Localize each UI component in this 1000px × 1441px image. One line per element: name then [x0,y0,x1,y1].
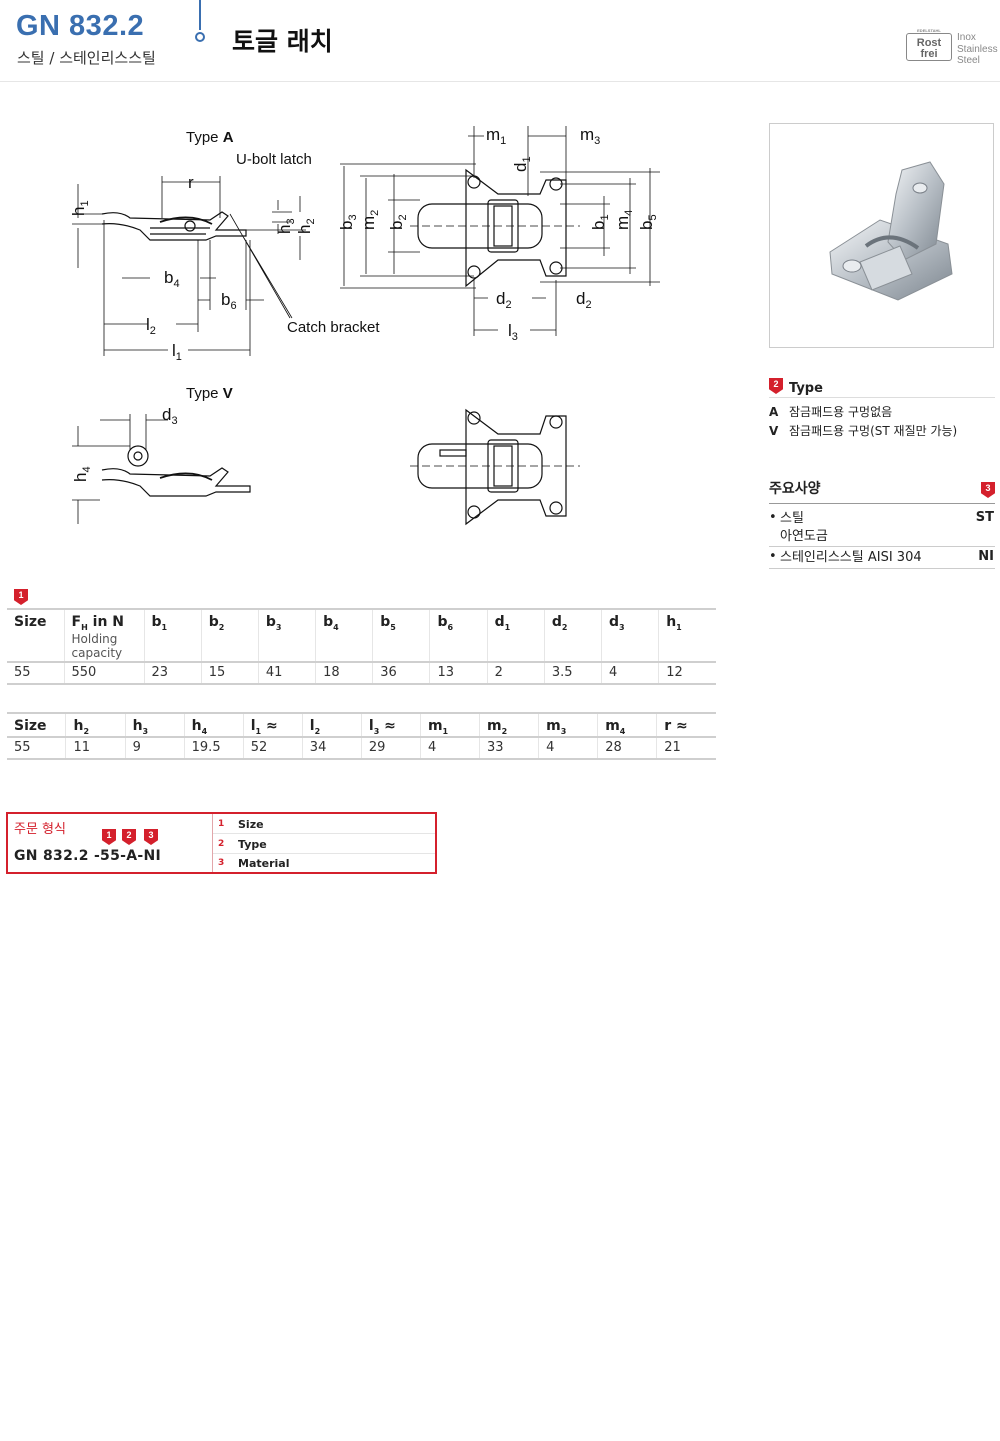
order-code: GN 832.2 -55-A-NI [14,848,162,864]
svg-text:m3: m3 [580,125,600,147]
spec-item-stainless: • 스테인리스스틸 AISI 304 NI [769,549,994,565]
svg-text:r: r [188,173,194,192]
type-a-label: Type A [186,129,234,146]
svg-text:m4: m4 [613,210,635,230]
svg-text:b6: b6 [221,290,237,312]
col-b6: b6 [429,609,488,662]
spec-section-title: 주요사양 [769,481,821,497]
col-h1: h1 [658,609,716,662]
col-d1: d1 [486,609,545,662]
svg-text:m1: m1 [486,125,506,147]
svg-text:b1: b1 [589,214,611,230]
spec-separator [769,546,995,547]
svg-text:h3: h3 [275,218,297,234]
col-r: r ≈ [656,713,716,737]
col-m1: m1 [419,713,480,737]
col-b5: b5 [372,609,430,662]
catch-bracket-label: Catch bracket [287,319,380,336]
svg-text:b5: b5 [637,214,659,230]
spec-separator [769,568,995,569]
product-code: GN 832.2 [16,10,145,42]
product-material-subtitle: 스틸 / 스테인리스스틸 [17,49,156,67]
col-b1: b1 [143,609,202,662]
product-photo [769,123,994,348]
svg-text:d2: d2 [496,289,512,311]
col-m4: m4 [597,713,657,737]
col-l3: l3 ≈ [360,713,421,737]
spec-divider [769,503,995,504]
type-marker-badge: 2 [769,378,783,394]
technical-drawing: Type A U-bolt latch Catch bracket Type V… [69,125,660,526]
col-m3: m3 [538,713,598,737]
svg-text:h4: h4 [71,466,93,482]
order-marker-3: 3 [144,829,158,845]
order-marker-2: 2 [122,829,136,845]
col-l1: l1 ≈ [242,713,303,737]
header-divider-dot [195,32,205,42]
svg-text:d1: d1 [511,156,533,172]
col-l2: l2 [301,713,362,737]
col-b4: b4 [315,609,373,662]
col-h3: h3 [124,713,185,737]
col-size: Size [14,614,47,630]
type-section-title: Type [789,381,823,396]
type-section-header: 2 Type [769,378,995,398]
svg-text:d2: d2 [576,289,592,311]
type-v-label: Type V [186,385,233,402]
svg-text:l2: l2 [146,315,156,337]
page-header: GN 832.2 스틸 / 스테인리스스틸 토글 래치 EDELSTAHL Ro… [0,0,1000,82]
order-divider [212,814,213,872]
svg-text:b2: b2 [387,214,409,230]
spec-marker-badge: 3 [981,482,995,498]
table-marker-badge: 1 [14,589,28,605]
svg-text:h1: h1 [69,200,91,216]
order-format-label: 주문 형식 [14,822,66,837]
col-b2: b2 [200,609,259,662]
page-title: 토글 래치 [232,27,333,56]
col-d2: d2 [543,609,602,662]
col-d3: d3 [600,609,659,662]
svg-text:l3: l3 [508,321,518,343]
col-h4: h4 [183,713,244,737]
inox-stainless-label: Inox Stainless Steel [957,32,998,66]
header-divider-line [199,0,201,30]
col-size: Size [14,718,47,734]
svg-text:m2: m2 [359,210,381,230]
svg-text:d3: d3 [162,405,178,427]
col-h2: h2 [65,713,126,737]
ubolt-latch-label: U-bolt latch [236,151,312,168]
svg-text:l1: l1 [172,341,182,363]
col-m2: m2 [479,713,539,737]
svg-text:b4: b4 [164,268,180,290]
order-marker-1: 1 [102,829,116,845]
svg-text:b3: b3 [337,214,359,230]
col-b3: b3 [257,609,316,662]
svg-text:h2: h2 [295,218,317,234]
dimension-table-2: Size h2 h3 h4 l1 ≈ l2 l3 ≈ m1 m2 m3 m4 r… [7,712,716,760]
